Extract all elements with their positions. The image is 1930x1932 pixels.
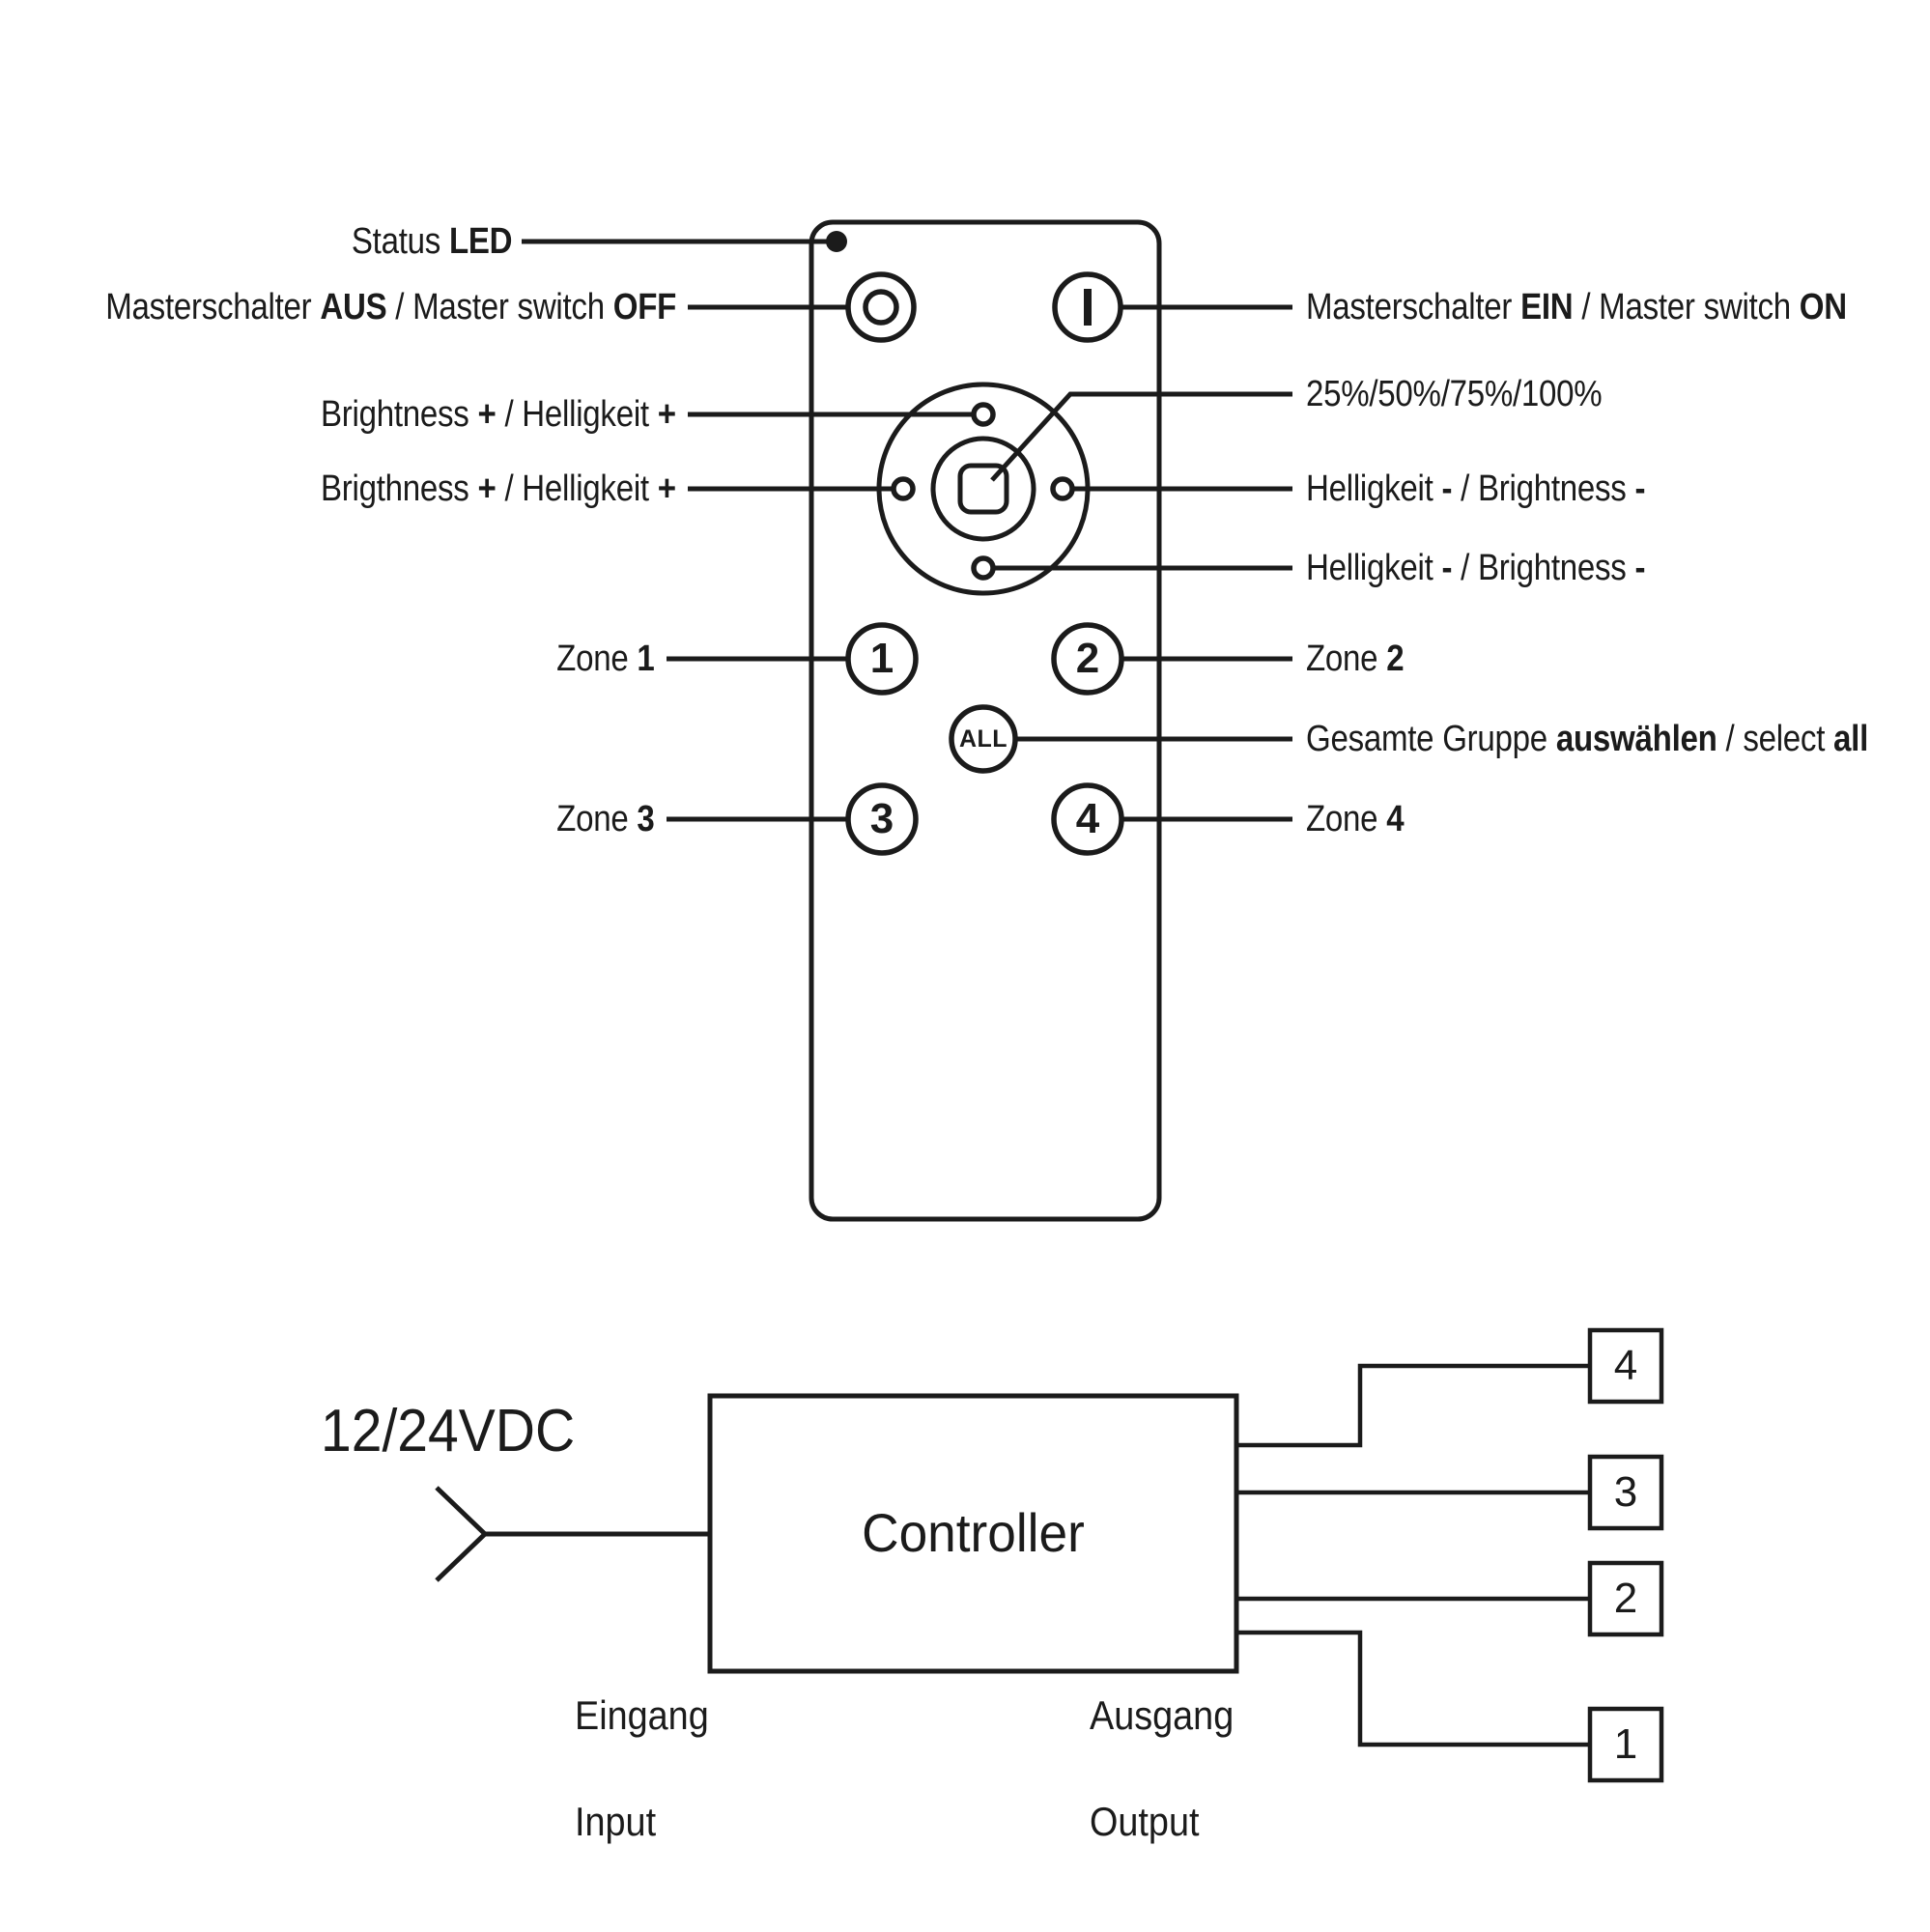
dpad-left-dot[interactable] [891, 476, 916, 501]
label-status-led-text: Status [351, 221, 449, 262]
output-box-3-label: 3 [1613, 1468, 1638, 1516]
output-box-4 [1587, 1327, 1664, 1405]
label-zone-4: Zone 4 [1306, 799, 1405, 839]
label-percent-steps: 25%/50%/75%/100% [1306, 374, 1603, 414]
dpad-up-dot[interactable] [971, 402, 996, 427]
zone-2-button-label[interactable]: 2 [1075, 635, 1100, 682]
zone-4-button[interactable] [1051, 782, 1124, 856]
all-button[interactable] [949, 704, 1018, 774]
supply-voltage-label: 12/24VDC [321, 1398, 576, 1464]
label-zone-1: Zone 1 [556, 639, 656, 679]
master-off-inner-circle [863, 289, 899, 326]
dpad-down-dot[interactable] [971, 555, 996, 581]
label-master-on: Masterschalter EIN / Master switch ON [1306, 287, 1847, 327]
output-label-en: Output [1090, 1799, 1200, 1844]
output-wire-1 [1236, 1630, 1590, 1747]
master-on-bar-icon [1084, 289, 1092, 326]
zone-3-button[interactable] [845, 782, 919, 856]
zone-4-button-label[interactable]: 4 [1075, 795, 1100, 842]
leader-percent [990, 391, 1292, 482]
label-brightness-up: Brightness + / Helligkeit + [321, 394, 676, 435]
output-box-2-label: 2 [1613, 1575, 1638, 1622]
label-dim-bottom: Helligkeit - / Brightness - [1306, 548, 1646, 588]
label-status-led-bold: LED [448, 221, 513, 262]
label-zone-2: Zone 2 [1306, 639, 1405, 679]
zone-1-button[interactable] [845, 622, 919, 696]
output-label-de: Ausgang [1090, 1692, 1235, 1738]
label-select-all: Gesamte Gruppe auswählen / select all [1306, 719, 1869, 759]
input-label-en: Input [575, 1799, 657, 1844]
controller-label: Controller [862, 1502, 1085, 1563]
output-box-2 [1587, 1560, 1664, 1637]
label-zone-3: Zone 3 [556, 799, 656, 839]
dpad-inner-ring [930, 436, 1036, 542]
label-dim-right: Helligkeit - / Brightness - [1306, 469, 1646, 509]
supply-arrow-icon [435, 1486, 489, 1582]
output-wire-4 [1236, 1363, 1590, 1448]
zone-3-button-label[interactable]: 3 [869, 795, 894, 842]
label-master-off: Masterschalter AUS / Master switch OFF [105, 287, 676, 327]
zone-1-button-label[interactable]: 1 [869, 635, 894, 682]
zone-2-button[interactable] [1051, 622, 1124, 696]
output-box-4-label: 4 [1613, 1342, 1638, 1389]
controller-box [707, 1393, 1239, 1674]
input-label-de: Eingang [575, 1692, 709, 1738]
dpad-right-dot[interactable] [1050, 476, 1075, 501]
output-box-1-label: 1 [1613, 1720, 1638, 1768]
output-box-1 [1587, 1706, 1664, 1783]
all-button-label[interactable]: ALL [958, 725, 1008, 753]
status-led-dot [826, 231, 847, 252]
label-brightness-left: Brigthness + / Helligkeit + [321, 469, 676, 509]
label-status-led: Status LED [351, 218, 513, 265]
output-box-3 [1587, 1454, 1664, 1531]
